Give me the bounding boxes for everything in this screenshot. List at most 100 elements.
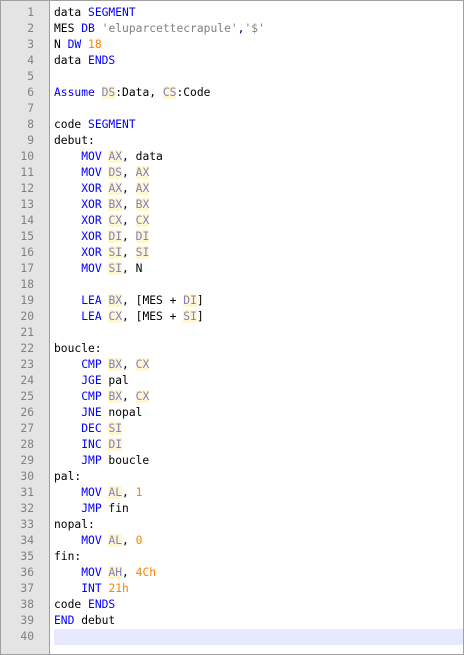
code-line[interactable]: 7 (27, 101, 463, 117)
code-token: SI (183, 310, 197, 323)
code-token: DI (183, 294, 197, 307)
code-token (54, 214, 81, 227)
line-number: 31 (20, 486, 34, 499)
code-token: fin: (54, 550, 82, 563)
code-token: DI (135, 230, 150, 243)
code-line[interactable]: 31 MOV AL, 1 (20, 485, 463, 501)
code-token: SI (108, 422, 123, 435)
code-line[interactable]: 20 LEA CX, [MES + SI] (20, 309, 463, 325)
line-number: 37 (20, 582, 34, 595)
code-token: pal: (54, 470, 82, 483)
code-line[interactable]: 25 CMP BX, CX (20, 389, 463, 405)
code-line[interactable]: 15 XOR DI, DI (20, 229, 463, 245)
code-token: debut: (54, 134, 95, 147)
line-number: 27 (20, 422, 34, 435)
code-token: , (122, 198, 136, 211)
code-line[interactable]: 11 MOV DS, AX (20, 165, 463, 181)
line-number: 38 (20, 598, 34, 611)
code-token: ENDS (88, 54, 116, 67)
line-number: 18 (20, 278, 34, 291)
line-number: 3 (27, 38, 34, 51)
code-token: CMP (81, 390, 102, 403)
code-token: XOR (81, 198, 102, 211)
code-line[interactable]: 36 MOV AH, 4Ch (20, 565, 463, 581)
code-token: nopal: (54, 518, 95, 531)
code-token: data (54, 54, 89, 67)
code-token (54, 230, 81, 243)
line-number: 8 (27, 118, 34, 131)
code-token: , (122, 246, 136, 259)
code-token: JNE (81, 406, 102, 419)
code-token: SEGMENT (88, 118, 136, 131)
code-token (95, 22, 102, 35)
code-line[interactable]: 24 JGE pal (20, 373, 463, 389)
code-token: pal (101, 374, 129, 387)
code-token (54, 166, 81, 179)
code-token (54, 294, 81, 307)
code-token: Assume (54, 86, 95, 99)
code-token: BX (135, 198, 150, 211)
line-number: 1 (27, 6, 34, 19)
code-token: , data (122, 150, 163, 163)
code-line[interactable]: 5 (27, 69, 463, 85)
code-token: 'eluparcettecrapule' (101, 22, 238, 35)
code-token: code (54, 118, 89, 131)
code-line[interactable]: 26 JNE nopal (20, 405, 463, 421)
code-line[interactable]: 12 XOR AX, AX (20, 181, 463, 197)
code-line[interactable]: 23 CMP BX, CX (20, 357, 463, 373)
line-number: 40 (20, 630, 34, 643)
code-line[interactable]: 16 XOR SI, SI (20, 245, 463, 261)
code-line[interactable]: 13 XOR BX, BX (20, 197, 463, 213)
code-line[interactable]: 27 DEC SI (20, 421, 463, 437)
code-token: SI (108, 262, 123, 275)
code-token: , (122, 230, 136, 243)
code-token (54, 246, 81, 259)
code-line[interactable]: 19 LEA BX, [MES + DI] (20, 293, 463, 309)
code-token: CX (108, 310, 123, 323)
code-line[interactable]: 32 JMP fin (20, 501, 463, 517)
code-line[interactable]: 8 code SEGMENT (27, 117, 463, 133)
code-line[interactable]: 40 (20, 629, 463, 645)
code-line[interactable]: 14 XOR CX, CX (20, 213, 463, 229)
code-token: SI (108, 246, 123, 259)
code-token: CX (135, 214, 150, 227)
code-token (54, 534, 81, 547)
code-line[interactable]: 21 (20, 325, 463, 341)
code-line[interactable]: 18 (20, 277, 463, 293)
line-number: 29 (20, 454, 34, 467)
code-token: DEC (81, 422, 102, 435)
code-token: debut (74, 614, 116, 627)
code-token: :Code (176, 86, 211, 99)
code-token: code (54, 598, 89, 611)
code-token: ] (196, 294, 204, 307)
code-line[interactable]: 29 JMP boucle (20, 453, 463, 469)
code-token: boucle (101, 454, 150, 467)
code-token (54, 406, 81, 419)
code-line[interactable]: 34 MOV AL, 0 (20, 533, 463, 549)
code-token: CX (135, 358, 150, 371)
code-line[interactable]: 17 MOV SI, N (20, 261, 463, 277)
code-token: DI (108, 438, 123, 451)
code-token: , (122, 390, 136, 403)
code-line[interactable]: 28 INC DI (20, 437, 463, 453)
code-token (81, 38, 88, 51)
line-number: 21 (20, 326, 34, 339)
code-line[interactable]: 10 MOV AX, data (20, 149, 463, 165)
line-number: 39 (20, 614, 34, 627)
code-line[interactable]: 37 INT 21h (20, 581, 463, 597)
code-token: AL (108, 486, 123, 499)
